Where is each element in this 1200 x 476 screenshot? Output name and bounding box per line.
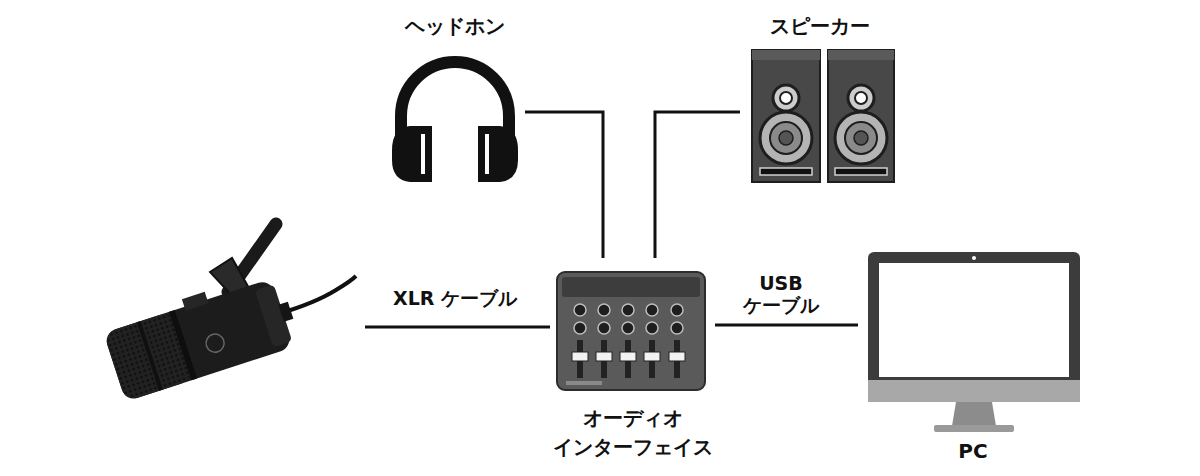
pc-monitor-illustration [868, 252, 1080, 432]
node-label: スピーカー [720, 12, 920, 41]
microphone-node [105, 220, 365, 415]
audio-interface-illustration [557, 272, 705, 390]
microphone-illustration [101, 224, 356, 402]
cable-line [525, 112, 603, 258]
cable-line [715, 324, 858, 327]
cable-line [655, 112, 740, 258]
node-label: ヘッドホン [365, 12, 545, 41]
headphones-node: ヘッドホン [385, 12, 525, 202]
cable-label: XLR ケーブル [355, 287, 555, 309]
node-label: オーディオ インターフェイス [530, 404, 735, 462]
audio-interface-node: オーディオ インターフェイス [550, 258, 715, 463]
cable-label: USB ケーブル [739, 272, 823, 316]
cable-line [365, 326, 550, 329]
pc-node: PC [858, 248, 1088, 466]
speaker-node: スピーカー [740, 12, 900, 187]
speaker-illustration [752, 50, 894, 182]
headphones-illustration [392, 62, 518, 182]
node-label: PC [838, 437, 1108, 466]
